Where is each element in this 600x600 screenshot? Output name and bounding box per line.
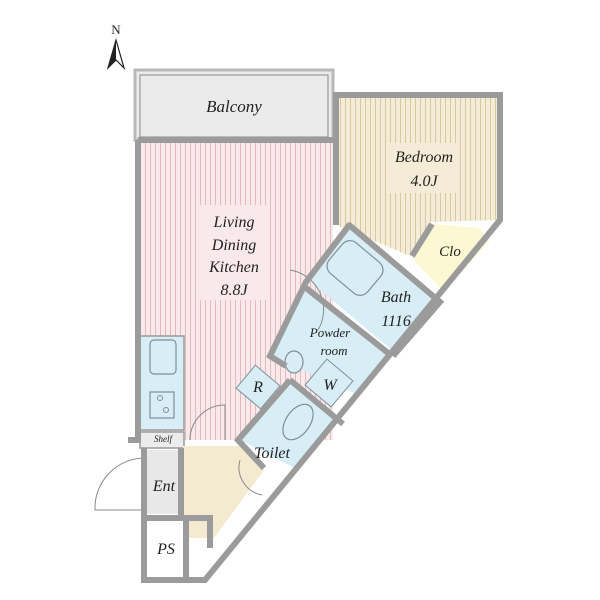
sink-icon	[149, 339, 177, 375]
washer-label: W	[323, 377, 338, 394]
pipe-space	[146, 522, 184, 578]
ldk-label-living: Living	[213, 214, 255, 231]
pipe-space-label: PS	[156, 541, 175, 558]
front-door-icon	[94, 457, 146, 511]
toilet-label: Toilet	[254, 445, 290, 462]
ldk-label-kitchen: Kitchen	[208, 259, 259, 276]
compass-label: N	[111, 22, 121, 37]
ldk-door-icon	[189, 404, 226, 441]
ldk-label-bg	[200, 205, 268, 300]
north-compass-icon: N	[106, 22, 126, 71]
fridge-label: R	[252, 379, 263, 396]
entrance-area	[145, 450, 181, 514]
washer-space	[304, 358, 354, 408]
balcony-label: Balcony	[206, 97, 262, 116]
closet-area	[412, 224, 490, 292]
fridge-space	[235, 364, 281, 410]
entrance-label: Ent	[152, 478, 176, 495]
bathtub-icon	[326, 240, 384, 296]
powder-label-room: room	[321, 343, 348, 358]
powder-door-icon	[289, 269, 325, 331]
washbasin-icon	[284, 350, 304, 374]
closet-label: Clo	[439, 244, 461, 260]
bath-label: Bath	[381, 289, 411, 306]
walls	[128, 92, 503, 583]
stove-icon	[149, 391, 175, 419]
toilet-door-icon	[238, 459, 263, 496]
ldk-label-dining: Dining	[211, 237, 256, 254]
balcony-area	[133, 68, 335, 142]
bedroom-label: Bedroom	[395, 149, 453, 166]
ldk-size: 8.8J	[220, 282, 248, 299]
bedroom-size: 4.0J	[410, 173, 438, 190]
powder-label: Powder	[309, 325, 351, 340]
toilet-icon	[282, 403, 314, 441]
bath-size: 1116	[381, 313, 411, 330]
shelf-label: Shelf	[154, 434, 173, 444]
